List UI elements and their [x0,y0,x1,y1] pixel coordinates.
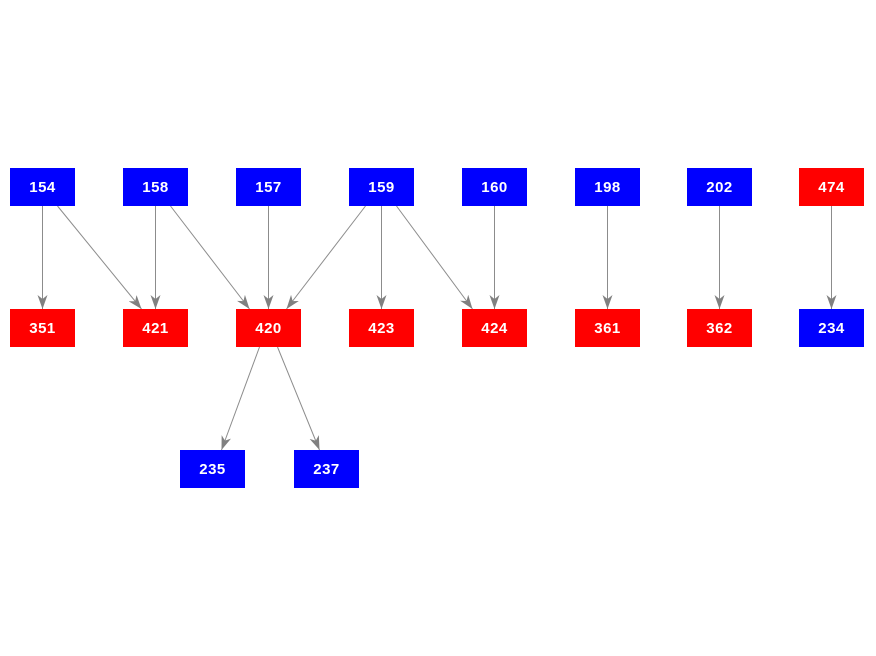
node-label: 421 [142,319,169,337]
graph-node-362[interactable]: 362 [687,309,752,347]
node-label: 198 [594,178,621,196]
edge-420-to-235 [221,346,260,451]
graph-node-154[interactable]: 154 [10,168,75,206]
graph-node-351[interactable]: 351 [10,309,75,347]
node-label: 474 [818,178,845,196]
graph-node-361[interactable]: 361 [575,309,640,347]
graph-node-198[interactable]: 198 [575,168,640,206]
graph-node-237[interactable]: 237 [294,450,359,488]
graph-node-234[interactable]: 234 [799,309,864,347]
edge-154-to-421 [57,205,142,310]
edge-158-to-420 [170,205,250,310]
graph-node-202[interactable]: 202 [687,168,752,206]
node-label: 237 [313,460,340,478]
node-label: 159 [368,178,395,196]
node-label: 202 [706,178,733,196]
edge-420-to-237 [277,346,320,451]
graph-node-420[interactable]: 420 [236,309,301,347]
node-label: 157 [255,178,282,196]
edge-group [37,205,837,451]
node-label: 154 [29,178,56,196]
graph-node-235[interactable]: 235 [180,450,245,488]
graph-node-160[interactable]: 160 [462,168,527,206]
node-label: 423 [368,319,395,337]
graph-node-159[interactable]: 159 [349,168,414,206]
edge-159-to-420 [286,205,366,310]
graph-node-423[interactable]: 423 [349,309,414,347]
node-label: 361 [594,319,621,337]
node-label: 420 [255,319,282,337]
node-label: 160 [481,178,508,196]
graph-node-424[interactable]: 424 [462,309,527,347]
node-label: 158 [142,178,169,196]
node-label: 234 [818,319,845,337]
node-label: 362 [706,319,733,337]
node-label: 235 [199,460,226,478]
graph-node-421[interactable]: 421 [123,309,188,347]
node-label: 424 [481,319,508,337]
graph-node-474[interactable]: 474 [799,168,864,206]
node-label: 351 [29,319,56,337]
graph-node-157[interactable]: 157 [236,168,301,206]
graph-node-158[interactable]: 158 [123,168,188,206]
edge-159-to-424 [396,205,473,310]
